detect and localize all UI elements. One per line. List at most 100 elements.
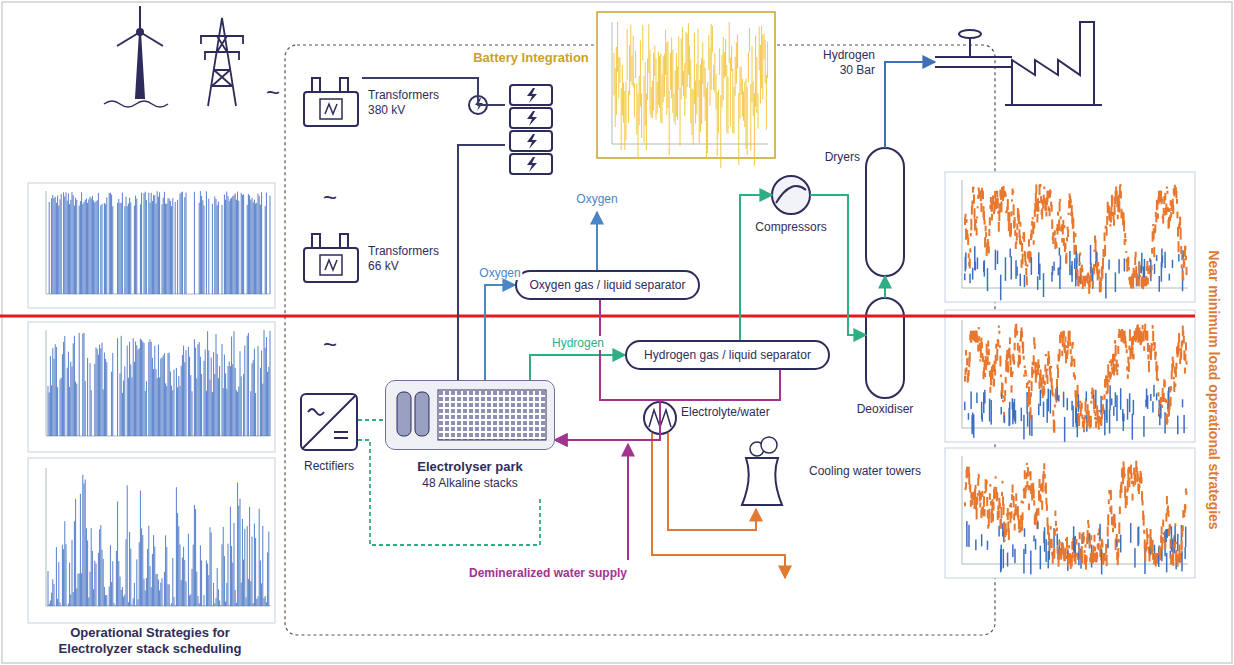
chart-point — [1013, 496, 1015, 508]
chart-point — [1093, 264, 1095, 274]
chart-bar — [636, 83, 637, 134]
chart-point — [1139, 275, 1141, 278]
chart-point — [1119, 184, 1121, 187]
chart-point — [1073, 359, 1075, 367]
chart-point — [1000, 507, 1002, 519]
chart-point — [1104, 410, 1106, 435]
chart-point — [1064, 417, 1066, 442]
chart-point — [1045, 205, 1047, 210]
chart-bar — [166, 547, 167, 606]
chart-point — [1020, 222, 1022, 227]
chart-point — [1154, 352, 1156, 360]
chart-bar — [146, 200, 147, 294]
chart-point — [966, 521, 968, 547]
chart-point — [1051, 205, 1053, 212]
chart-bar — [144, 193, 145, 294]
chart-point — [1013, 360, 1015, 365]
chart-bar — [200, 545, 201, 606]
chart-bar — [182, 355, 183, 436]
chart-point — [1042, 484, 1044, 493]
chart-bar — [270, 196, 271, 294]
chart-bar — [264, 330, 265, 436]
chart-bar — [192, 569, 193, 606]
chart-point — [1092, 281, 1094, 287]
chart-bar — [94, 561, 95, 606]
chart-bar — [84, 202, 85, 294]
chart-bar — [205, 605, 206, 606]
chart-point — [1050, 191, 1052, 194]
chart-bar — [752, 46, 753, 102]
chart-point — [1000, 375, 1002, 377]
chart-bar — [656, 58, 657, 119]
chart-bar — [259, 196, 260, 294]
chart-bar — [93, 200, 94, 294]
chart-bar — [104, 352, 105, 436]
chart-bar — [708, 35, 709, 70]
chart-bar — [133, 598, 134, 606]
chart-bar — [204, 361, 205, 436]
chart-bar — [145, 590, 146, 606]
chart-point — [1003, 504, 1005, 515]
chart-frame — [597, 12, 775, 158]
chart-bar — [130, 202, 131, 294]
chart-bar — [214, 603, 215, 606]
chart-bar — [158, 197, 159, 294]
chart-bar — [136, 345, 137, 436]
chart-bar — [699, 80, 700, 143]
chart-bar — [632, 56, 633, 85]
chart-point — [1009, 402, 1011, 425]
chart-point — [1015, 493, 1017, 501]
chart-point — [1004, 539, 1006, 541]
chart-bar — [744, 82, 745, 127]
chart-bar — [50, 356, 51, 436]
chart-bar — [73, 195, 74, 294]
chart-bar — [262, 526, 263, 606]
chart-point — [1026, 264, 1028, 266]
chart-point — [986, 480, 988, 484]
chart-bar — [677, 67, 678, 120]
chart-point — [1172, 360, 1174, 367]
chart-point — [1175, 363, 1177, 370]
chart-bar — [255, 204, 256, 294]
chart-bar — [165, 204, 166, 294]
chart-point — [1062, 220, 1064, 229]
chart-point — [1153, 385, 1155, 397]
chart-point — [983, 367, 985, 373]
chart-bar — [163, 355, 164, 436]
chart-bar — [730, 58, 731, 127]
chart-point — [1033, 500, 1035, 505]
chart-bar — [154, 547, 155, 606]
chart-point — [1027, 412, 1029, 427]
chart-bar — [86, 198, 87, 294]
chart-bar — [168, 198, 169, 294]
chart-bar — [76, 200, 77, 294]
chart-bar — [136, 199, 137, 294]
chart-bar — [725, 39, 726, 76]
chart-bar — [634, 83, 635, 117]
chart-point — [1048, 532, 1050, 540]
chart-point — [987, 341, 989, 347]
chart-bar — [152, 554, 153, 606]
chart-point — [1005, 532, 1007, 535]
chart-bar — [64, 197, 65, 294]
chart-point — [974, 246, 976, 270]
chart-point — [1135, 252, 1137, 258]
chart-bar — [158, 345, 159, 436]
chart-bar — [208, 350, 209, 436]
chart-bar — [112, 206, 113, 294]
chart-point — [1053, 262, 1055, 271]
chart-bar — [105, 595, 106, 606]
chart-bar — [104, 587, 105, 606]
chart-bar — [146, 578, 147, 606]
chart-point — [1125, 341, 1127, 346]
chart-bar — [90, 197, 91, 294]
chart-bar — [76, 588, 77, 606]
chart-bar — [681, 38, 682, 99]
chart-point — [1096, 552, 1098, 562]
chart-point — [1110, 505, 1112, 514]
chart-bar — [122, 193, 123, 294]
chart-point — [1001, 383, 1003, 394]
chart-point — [1066, 537, 1068, 548]
chart-bar — [630, 25, 631, 82]
chart-point — [1128, 478, 1130, 488]
